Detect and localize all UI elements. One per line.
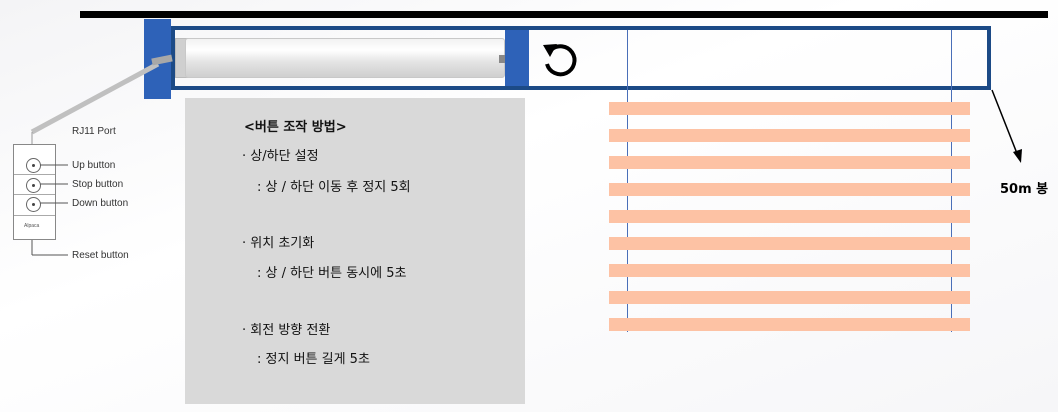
instruction-detail: : 정지 버튼 길게 5초 (257, 352, 370, 367)
up-button-label: Up button (72, 160, 116, 171)
arrow-icon (991, 89, 1022, 163)
stop-button[interactable] (26, 178, 41, 193)
rj11-port-label: RJ11 Port (72, 126, 116, 137)
guide-line-right (951, 30, 952, 332)
stop-button-label: Stop button (72, 179, 124, 190)
blind-slat (609, 237, 970, 250)
remote-control: Alpaca (13, 144, 56, 240)
down-button[interactable] (26, 197, 41, 212)
top-rail (80, 11, 1048, 18)
blind-slat (609, 291, 970, 304)
instructions-title: <버튼 조작 방법> (244, 120, 347, 135)
instruction-heading: · 회전 방향 전환 (242, 323, 331, 338)
blind-slat (609, 156, 970, 169)
blind-frame (171, 26, 991, 90)
remote-divider (14, 215, 55, 216)
remote-divider (14, 174, 55, 175)
rotate-icon (543, 44, 577, 77)
remote-logo: Alpaca (24, 223, 40, 229)
motor-head (505, 30, 529, 86)
instruction-detail: : 상 / 하단 버튼 동시에 5초 (257, 266, 407, 281)
blind-slat (609, 318, 970, 331)
blind-slat (609, 129, 970, 142)
reset-button-label: Reset button (72, 250, 129, 261)
tubular-motor (185, 38, 505, 78)
blind-slat (609, 210, 970, 223)
blind-slat (609, 102, 970, 115)
instruction-heading: · 위치 초기화 (242, 236, 315, 251)
remote-cable (30, 54, 173, 144)
pole-label: 50m 봉 (1000, 182, 1049, 197)
instruction-heading: · 상/하단 설정 (242, 149, 319, 164)
remote-leader-lines (31, 164, 68, 256)
remote-divider (14, 194, 55, 195)
instructions-panel: <버튼 조작 방법> · 상/하단 설정 : 상 / 하단 이동 후 정지 5회… (185, 98, 525, 404)
instruction-detail: : 상 / 하단 이동 후 정지 5회 (257, 180, 411, 195)
blind-slat (609, 264, 970, 277)
down-button-label: Down button (72, 198, 129, 209)
blind-slat (609, 183, 970, 196)
guide-line-left (627, 30, 628, 332)
